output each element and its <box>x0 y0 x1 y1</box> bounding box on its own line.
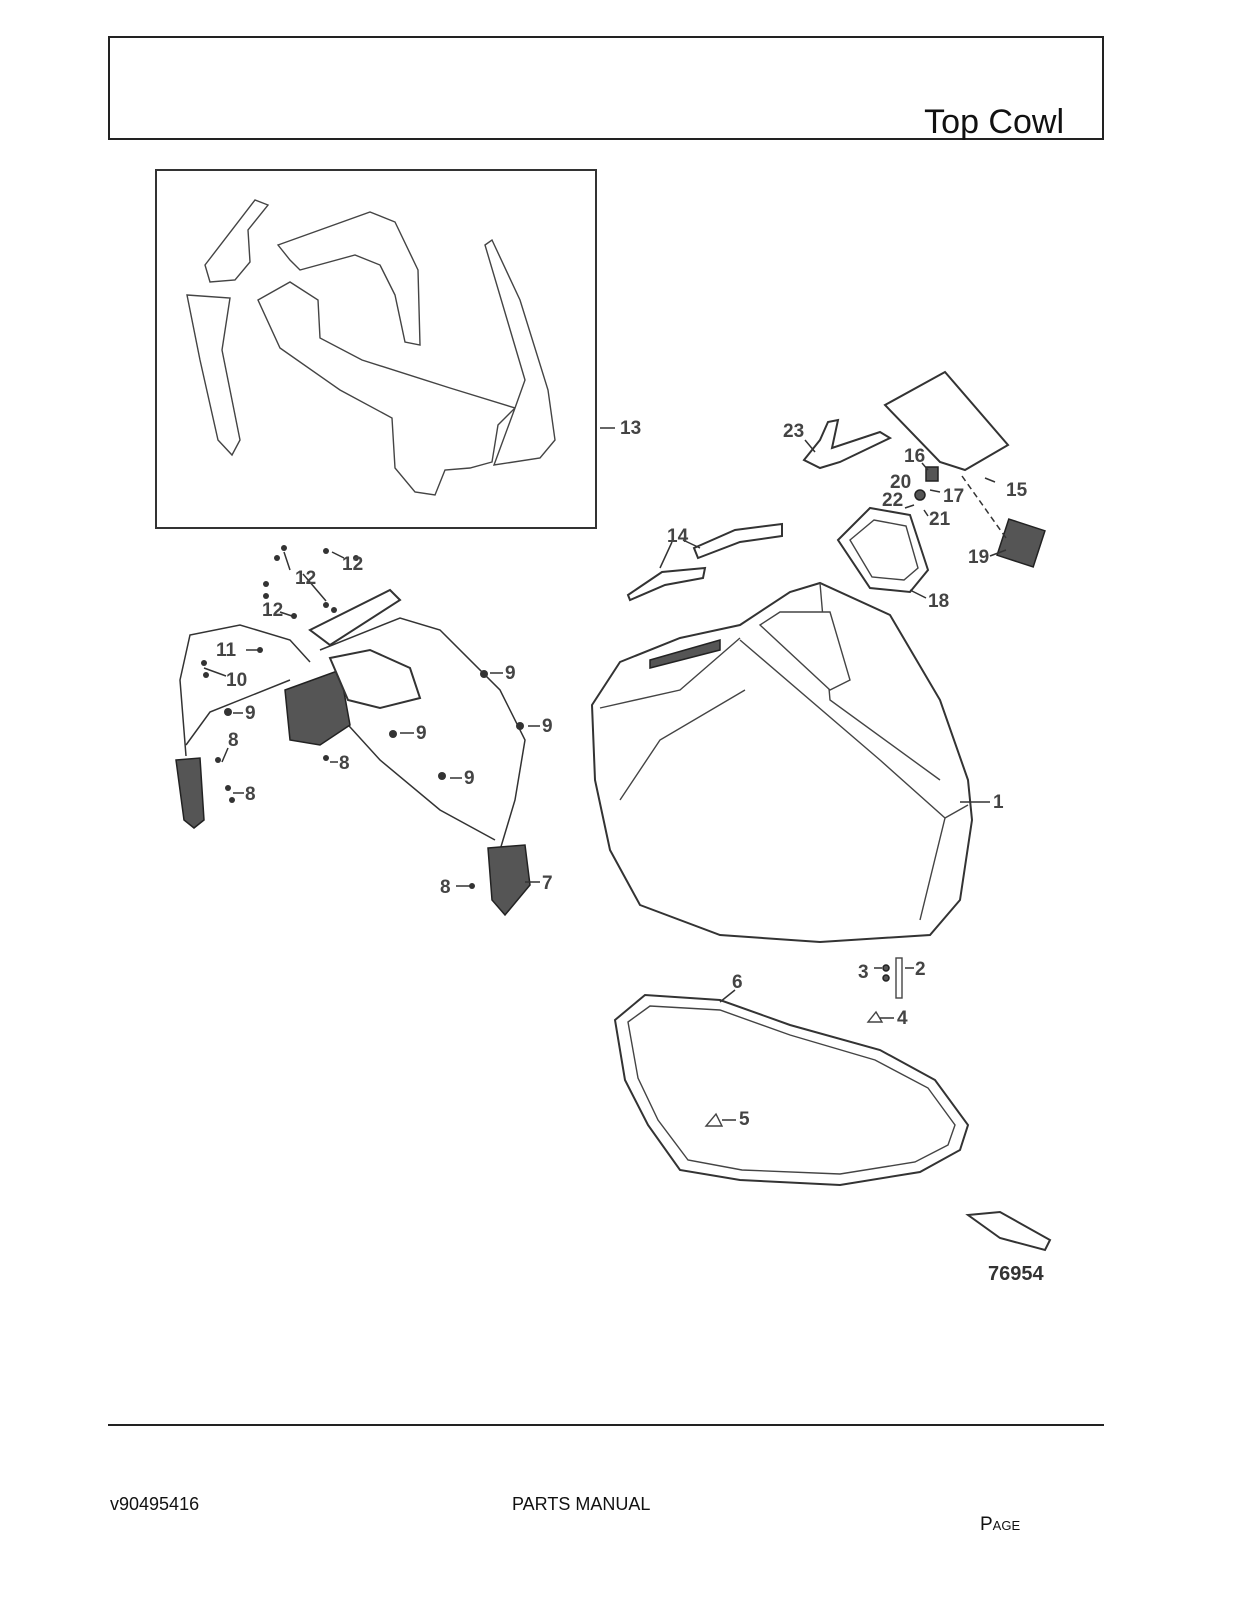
seal-6 <box>613 993 970 1187</box>
callout-3: 3 <box>858 962 869 983</box>
callout-12-b: 12 <box>342 554 363 575</box>
latch-cable-assembly <box>175 588 531 917</box>
callout-9-b: 9 <box>245 703 256 724</box>
callout-7: 7 <box>542 873 553 894</box>
callout-17: 17 <box>943 486 964 507</box>
callout-12-a: 12 <box>295 568 316 589</box>
top-cowl-1 <box>590 581 974 944</box>
callout-4: 4 <box>897 1008 908 1029</box>
callout-13: 13 <box>620 418 641 439</box>
footer-doc-id: v90495416 <box>110 1494 200 1514</box>
panel-set-13 <box>186 199 556 496</box>
callout-5: 5 <box>739 1109 750 1130</box>
callout-21: 21 <box>929 509 951 530</box>
header-box: Top Cowl <box>108 36 1104 141</box>
strip-2 <box>895 957 903 999</box>
callout-16: 16 <box>904 446 925 467</box>
callout-8-b: 8 <box>339 753 350 774</box>
clip-5 <box>704 1112 724 1127</box>
fasteners <box>201 545 524 889</box>
footer-page-label: Page <box>980 1514 1021 1535</box>
callout-11: 11 <box>216 640 237 661</box>
figure-number: 76954 <box>988 1263 1044 1285</box>
callout-19: 19 <box>968 547 989 568</box>
callout-9-c: 9 <box>542 716 553 737</box>
clip-4 <box>866 1010 884 1023</box>
bracket-23 <box>802 418 893 470</box>
cover-15 <box>883 370 1010 472</box>
callout-8-a: 8 <box>228 730 239 751</box>
callout-18: 18 <box>928 591 949 612</box>
footer-manual-title: PARTS MANUAL <box>512 1494 651 1514</box>
screw-3 <box>882 964 890 972</box>
grommet-20 <box>914 489 926 501</box>
callout-8-d: 8 <box>440 877 451 898</box>
callout-2: 2 <box>915 959 926 980</box>
callout-20: 20 <box>890 472 911 493</box>
trim-strips-14 <box>626 522 783 602</box>
callout-15: 15 <box>1006 480 1028 501</box>
leader-lines <box>203 427 1007 1121</box>
exploded-parts-diagram: 13 1 2 3 4 5 6 7 8 8 8 8 9 9 9 9 9 10 11… <box>155 169 1052 1285</box>
callout-14: 14 <box>667 526 689 547</box>
callout-10: 10 <box>226 670 247 691</box>
latch-16 <box>925 466 939 482</box>
callout-1: 1 <box>993 792 1004 813</box>
callout-9-e: 9 <box>464 768 475 789</box>
callout-23: 23 <box>783 421 804 442</box>
cowl-orientation-icon <box>965 1210 1052 1252</box>
callout-6: 6 <box>732 972 743 993</box>
callout-8-c: 8 <box>245 784 256 805</box>
callout-9-a: 9 <box>505 663 516 684</box>
footer-rule <box>108 1424 1104 1426</box>
decal-19 <box>996 518 1046 568</box>
callout-9-d: 9 <box>416 723 427 744</box>
page-title: Top Cowl <box>924 103 1064 141</box>
callout-22: 22 <box>882 490 903 511</box>
callout-12-c: 12 <box>262 600 283 621</box>
